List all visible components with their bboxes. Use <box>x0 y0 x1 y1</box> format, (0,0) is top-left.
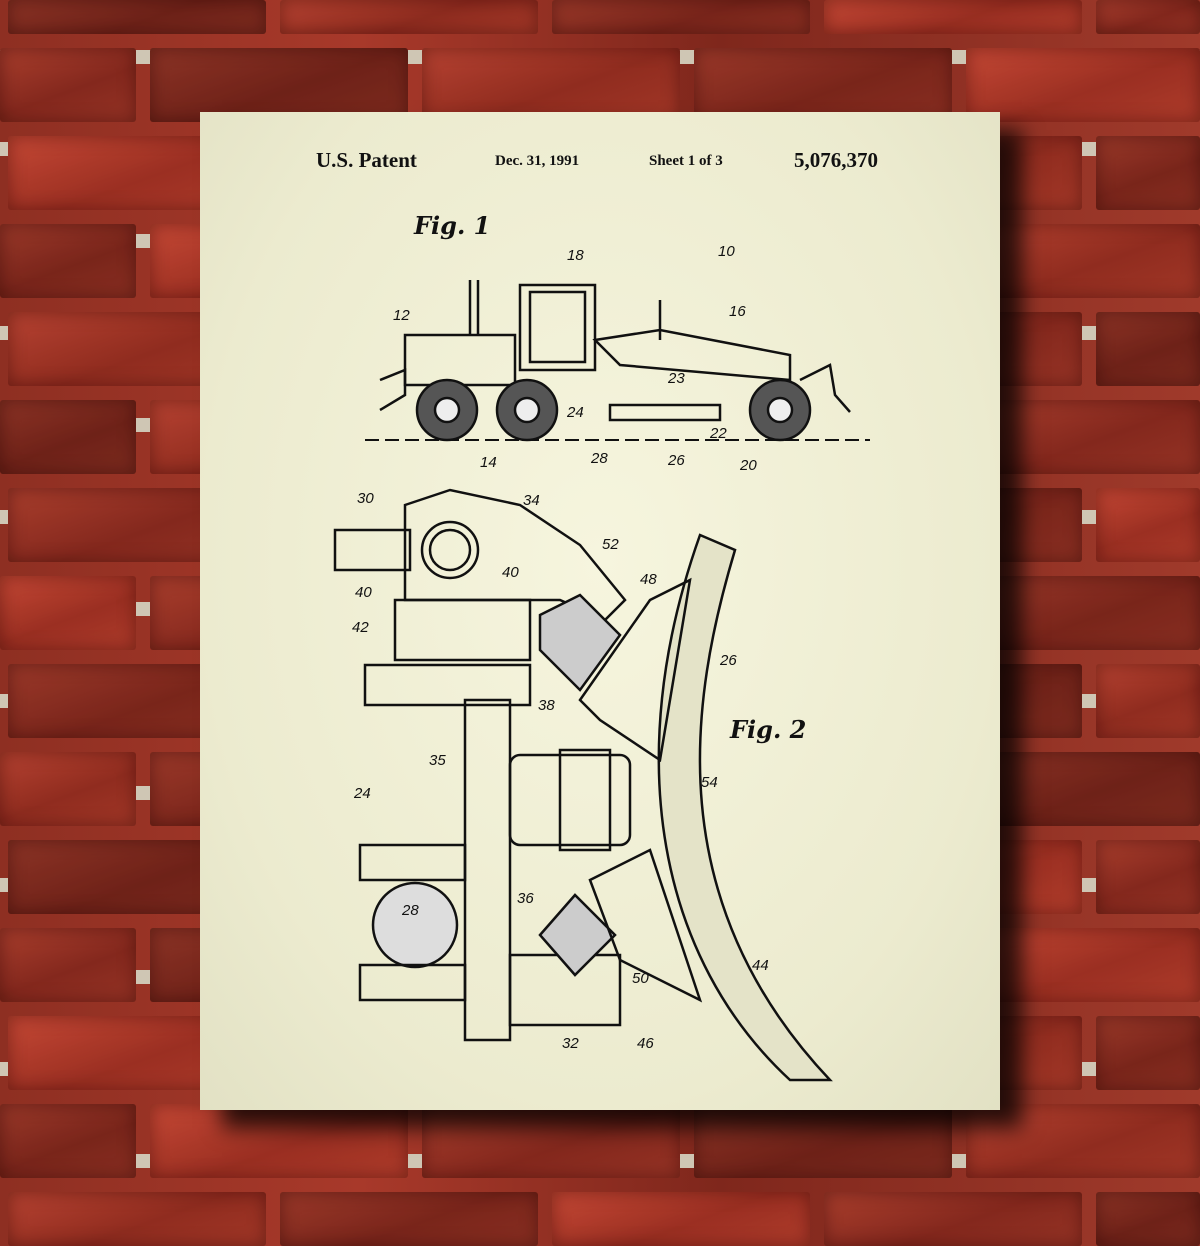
ref-numeral: 42 <box>352 619 369 636</box>
patent-drawing: Fig. 1 Fig. 2 10 18 12 16 23 24 22 28 26… <box>333 211 870 1082</box>
ref-numeral: 28 <box>590 450 608 467</box>
brick <box>552 0 810 34</box>
ref-numeral: 40 <box>502 564 519 581</box>
ref-numeral: 46 <box>637 1035 654 1052</box>
brick <box>966 928 1200 1002</box>
brick <box>0 48 136 122</box>
brick <box>0 928 136 1002</box>
motor-grader-drawing <box>365 280 870 442</box>
brick <box>280 0 538 34</box>
ref-numeral: 35 <box>429 752 446 769</box>
brick <box>1096 840 1200 914</box>
brick <box>422 48 680 122</box>
brick <box>8 0 266 34</box>
brick <box>0 400 136 474</box>
ref-numeral: 30 <box>357 490 374 507</box>
brick <box>0 224 136 298</box>
brick <box>8 1192 266 1246</box>
blade-mount-drawing <box>333 488 833 1082</box>
ref-numeral: 24 <box>353 785 371 802</box>
brick <box>966 752 1200 826</box>
brick <box>824 1192 1082 1246</box>
header-patent-label: U.S. Patent <box>316 148 417 172</box>
ref-numeral: 24 <box>566 404 584 421</box>
brick <box>0 576 136 650</box>
brick <box>1096 0 1200 34</box>
ref-numeral: 54 <box>701 774 718 791</box>
ref-numeral: 16 <box>729 303 746 320</box>
brick <box>694 48 952 122</box>
fig1-reference-numerals: 10 18 12 16 23 24 22 28 26 20 14 <box>393 243 757 474</box>
ref-numeral: 26 <box>667 452 685 469</box>
ref-numeral: 28 <box>401 902 419 919</box>
ref-numeral: 12 <box>393 307 410 324</box>
brick <box>966 1104 1200 1178</box>
patent-poster: U.S. Patent Dec. 31, 1991 Sheet 1 of 3 5… <box>200 112 1000 1110</box>
brick <box>966 400 1200 474</box>
header-sheet: Sheet 1 of 3 <box>649 153 723 169</box>
brick <box>1096 488 1200 562</box>
brick <box>1096 1192 1200 1246</box>
ref-numeral: 36 <box>517 890 534 907</box>
brick <box>1096 1016 1200 1090</box>
brick <box>966 224 1200 298</box>
ref-numeral: 40 <box>355 584 372 601</box>
ref-numeral: 23 <box>667 370 685 387</box>
fig2-title: Fig. 2 <box>729 715 806 744</box>
ref-numeral: 38 <box>538 697 555 714</box>
brick <box>150 1104 408 1178</box>
ref-numeral: 52 <box>602 536 619 553</box>
ref-numeral: 48 <box>640 571 657 588</box>
ref-numeral: 18 <box>567 247 584 264</box>
header-date: Dec. 31, 1991 <box>495 153 580 169</box>
brick <box>280 1192 538 1246</box>
ref-numeral: 10 <box>718 243 735 260</box>
ref-numeral: 26 <box>719 652 737 669</box>
brick <box>966 576 1200 650</box>
brick <box>824 0 1082 34</box>
ref-numeral: 32 <box>562 1035 579 1052</box>
ref-numeral: 22 <box>709 425 727 442</box>
header-patent-number: 5,076,370 <box>794 148 878 172</box>
brick <box>150 48 408 122</box>
brick <box>1096 312 1200 386</box>
ref-numeral: 44 <box>752 957 769 974</box>
brick <box>0 1104 136 1178</box>
ref-numeral: 20 <box>739 457 757 474</box>
brick <box>1096 664 1200 738</box>
brick <box>552 1192 810 1246</box>
brick <box>966 48 1200 122</box>
brick <box>0 752 136 826</box>
brick <box>1096 136 1200 210</box>
ref-numeral: 14 <box>480 454 497 471</box>
brick <box>694 1104 952 1178</box>
fig1-title: Fig. 1 <box>413 211 490 240</box>
ref-numeral: 34 <box>523 492 540 509</box>
ref-numeral: 50 <box>632 970 649 987</box>
fig2-reference-numerals: 30 34 52 40 40 48 42 26 38 35 54 24 36 2… <box>352 490 769 1052</box>
brick <box>422 1104 680 1178</box>
